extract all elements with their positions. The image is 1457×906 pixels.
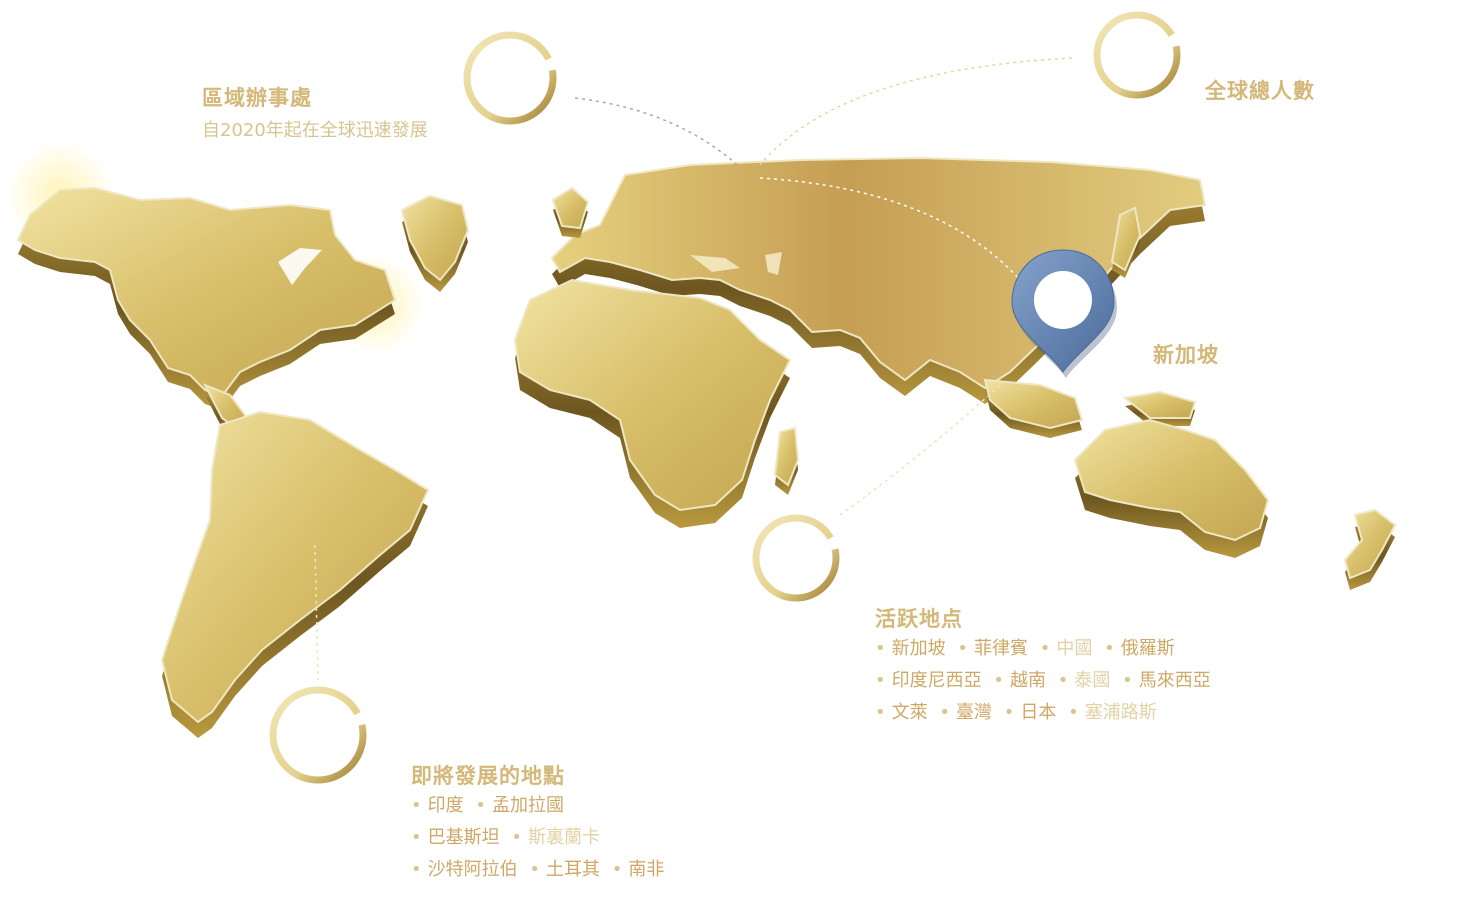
location-item: 臺灣 <box>955 702 992 723</box>
continent-se-asia-islands <box>983 378 1197 438</box>
continent-new-zealand <box>1343 508 1397 590</box>
location-row: •新加坡 •菲律賓 •中國 •俄羅斯 <box>875 638 1175 659</box>
upcoming-locations-title: 即將發展的地點 <box>411 764 565 788</box>
location-item: 俄羅斯 <box>1120 638 1175 659</box>
location-pin-icon[interactable] <box>1011 249 1117 378</box>
singapore-label: 新加坡 <box>1153 343 1219 367</box>
connector-line <box>839 384 1001 516</box>
location-item: 塞浦路斯 <box>1084 702 1157 723</box>
location-row: •文萊 •臺灣 •日本 •塞浦路斯 <box>875 702 1157 723</box>
location-item: 越南 <box>1009 670 1046 691</box>
location-row: •印度尼西亞 •越南 •泰國 •馬來西亞 <box>875 670 1211 691</box>
location-row: •印度 •孟加拉國 <box>411 795 564 816</box>
active-locations: 活跃地点 •新加坡 •菲律賓 •中國 •俄羅斯 •印度尼西亞 •越南 •泰國 •… <box>875 603 1211 729</box>
location-item: 土耳其 <box>545 859 600 880</box>
location-row: •沙特阿拉伯 •土耳其 •南非 <box>411 859 665 880</box>
regional-office-subtitle: 自2020年起在全球迅速發展 <box>202 120 428 141</box>
continent-north-america <box>16 186 397 410</box>
location-item: 中國 <box>1056 638 1093 659</box>
continent-japan <box>1110 206 1142 278</box>
progress-ring-icon <box>1093 11 1181 99</box>
continent-africa <box>513 278 792 528</box>
location-item: 新加坡 <box>891 638 946 659</box>
continent-madagascar <box>773 426 800 495</box>
continent-south-america <box>160 410 430 738</box>
location-item: 菲律賓 <box>973 638 1028 659</box>
location-item: 泰國 <box>1074 670 1111 691</box>
connector-line <box>574 97 746 173</box>
location-item: 文萊 <box>891 702 928 723</box>
continent-australia <box>1073 418 1270 558</box>
connector-line <box>759 177 1041 306</box>
global-population-title: 全球總人數 <box>1205 79 1315 103</box>
location-item: 印度 <box>427 795 464 816</box>
continent-uk <box>551 186 590 238</box>
location-item: 巴基斯坦 <box>427 827 500 848</box>
upcoming-locations: 即將發展的地點 •印度 •孟加拉國 •巴基斯坦 •斯裏蘭卡 •沙特阿拉伯 •土耳… <box>411 760 664 886</box>
location-item: 南非 <box>628 859 665 880</box>
progress-ring-icon <box>269 686 367 784</box>
location-item: 沙特阿拉伯 <box>427 859 518 880</box>
location-item: 馬來西亞 <box>1138 670 1211 691</box>
regional-office-label: 區域辦事處 自2020年起在全球迅速發展 <box>202 82 428 142</box>
active-locations-title: 活跃地点 <box>875 607 963 631</box>
location-item: 日本 <box>1020 702 1057 723</box>
connector-line <box>759 57 1073 166</box>
progress-ring-icon <box>752 514 840 602</box>
location-item: 孟加拉國 <box>491 795 564 816</box>
progress-ring-icon <box>463 31 557 125</box>
regional-office-title: 區域辦事處 <box>202 86 312 110</box>
location-item: 印度尼西亞 <box>891 670 982 691</box>
location-row: •巴基斯坦 •斯裏蘭卡 <box>411 827 600 848</box>
location-item: 斯裏蘭卡 <box>527 827 600 848</box>
continent-greenland <box>400 194 470 292</box>
connector-line <box>314 544 319 681</box>
